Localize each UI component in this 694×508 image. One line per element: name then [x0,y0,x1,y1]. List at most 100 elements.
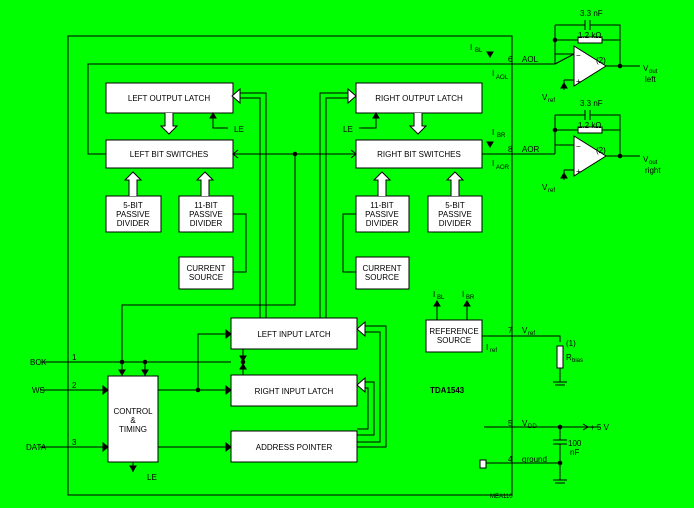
address-pointer-block [230,430,358,463]
res-left-label: 1.2 kΩ [578,31,601,40]
amp2-right-label: (2) [596,146,606,155]
i-br-ref-label: I [462,290,464,299]
vout-left-side: left [645,75,656,84]
r-bias-sub: bias [572,358,583,364]
vout-left-label: V [643,64,649,73]
right-11bit-divider: DIVIDER [366,219,399,228]
address-pointer-label: ADDRESS POINTER [256,443,333,452]
bck-label: BCK [30,358,47,367]
cap-left-label: 3.3 nF [580,9,603,18]
v-ref-sub: ref [528,331,535,337]
right-current-label: CURRENT [362,264,401,273]
le-left-label: LE [234,125,244,134]
cap100-label: 100 [568,439,582,448]
timing-label: TIMING [119,425,147,434]
vref-right-label: V [542,183,548,192]
i-br-ref-sub: BR [466,295,475,301]
le-right-label: LE [343,125,353,134]
right-5bit-divider: DIVIDER [439,219,472,228]
left-source-label: SOURCE [189,273,223,282]
ws-label: WS [32,386,45,395]
right-5bit-label: 5-BIT [445,201,465,210]
left-output-latch-label: LEFT OUTPUT LATCH [128,94,210,103]
i-bl-ref-label: I [433,290,435,299]
left-5bit-label: 5-BIT [123,201,143,210]
r-bias-label: R [566,353,572,362]
right-11bit-passive: PASSIVE [365,210,399,219]
plus-right: + [576,167,581,176]
pin7-label: 7 [508,326,513,335]
chip-name: TDA1543 [430,386,465,395]
pin4-label: 4 [508,455,513,464]
v-ref-label: V [522,326,528,335]
left-5bit-divider-block [105,195,162,233]
left-5bit-passive: PASSIVE [116,210,150,219]
i-br-out-label: I [492,128,494,137]
figure-code: MEA110 [490,494,513,500]
vout-right-side: right [645,166,661,175]
vout-left-sub: out [649,69,658,75]
reference-source-label: SOURCE [437,336,471,345]
i-bl-out-label: I [470,43,472,52]
ground-label: ground [522,455,547,464]
i-ref-sub: ref [490,348,497,354]
right-output-latch-label: RIGHT OUTPUT LATCH [375,94,463,103]
pin3-label: 3 [72,438,77,447]
left-11bit-divider-block [178,195,234,233]
left-11bit-passive: PASSIVE [189,210,223,219]
minus-right: − [576,142,581,151]
data-label: DATA [26,443,47,452]
vdd-sub: DD [528,424,537,430]
vdd-label: V [522,419,528,428]
left-bit-switches-label: LEFT BIT SWITCHES [130,150,208,159]
left-current-source-block [178,256,234,290]
right-5bit-passive: PASSIVE [438,210,472,219]
left-current-label: CURRENT [186,264,225,273]
left-11bit-label: 11-BIT [194,201,218,210]
pin8-label: 8 [508,145,513,154]
i-bl-out-sub: BL [475,48,483,54]
i-aol-label: I [492,69,494,78]
left-input-latch-label: LEFT INPUT LATCH [257,330,331,339]
i-aor-label: I [492,159,494,168]
pin6-label: 6 [508,55,513,64]
i-aor-sub: AOR [496,165,510,171]
right-output-latch-block [355,82,483,114]
vout-right-sub: out [649,160,658,166]
pin2-label: 2 [72,381,77,390]
i-ref-label: I [486,343,488,352]
pin1-label: 1 [72,353,77,362]
right-current-source-block [355,256,410,290]
amp2-left-label: (2) [596,56,606,65]
chip-outline [67,35,513,496]
plus5v-label: + 5 V [590,423,610,432]
pin5-label: 5 [508,419,513,428]
right-source-label: SOURCE [365,273,399,282]
reference-source-block [425,319,483,353]
i-aol-sub: AOL [496,75,509,81]
left-5bit-divider: DIVIDER [117,219,150,228]
aol-label: AOL [522,55,539,64]
note1-label: (1) [566,339,576,348]
res-right-label: 1.2 kΩ [578,121,601,130]
amp-label: & [130,416,136,425]
right-input-latch-label: RIGHT INPUT LATCH [255,387,334,396]
vref-right-sub: ref [548,188,555,194]
aor-label: AOR [522,145,540,154]
i-br-out-sub: BR [497,133,506,139]
right-11bit-label: 11-BIT [370,201,394,210]
right-5bit-divider-block [427,195,483,233]
minus-left: − [576,51,581,60]
vout-right-label: V [643,155,649,164]
le-control-label: LE [147,473,157,482]
control-timing-block [107,375,159,463]
right-bit-switches-label: RIGHT BIT SWITCHES [377,150,461,159]
cap-nf-label: nF [570,448,579,457]
vref-left-label: V [542,93,548,102]
plus-left: + [576,77,581,86]
vref-left-sub: ref [548,98,555,104]
control-label: CONTROL [113,407,153,416]
left-11bit-divider: DIVIDER [190,219,223,228]
